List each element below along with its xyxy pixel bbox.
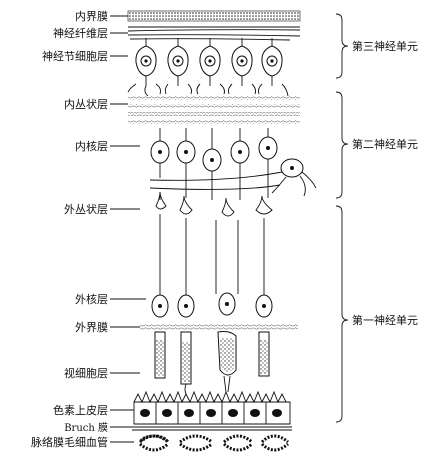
photoreceptor-nucleus [177,294,195,318]
label-photoreceptor-layer: 视细胞层 [64,366,108,380]
label-ganglion-cell-layer: 神经节细胞层 [42,49,108,63]
ganglion-cells [127,38,289,97]
bipolar-cell [258,128,278,178]
rod [154,331,166,379]
inner-nuclear-layer [149,128,317,197]
ganglion-cell [261,38,283,86]
label-nerve-fiber-layer: 神经纤维层 [53,26,108,40]
photoreceptor-nucleus [218,292,236,316]
photoreceptor-segments [154,331,270,395]
bipolar-cell [230,128,250,178]
photoreceptor-axons [159,214,265,296]
capillary [223,434,253,452]
nerve-fiber-layer [127,26,301,41]
ganglion-cell [167,38,189,86]
label-inner-nuclear-layer: 内核层 [75,139,108,153]
ganglion-cell [231,38,253,86]
label-pigment-epithelium: 色素上皮层 [53,403,108,417]
unit-braces [335,13,349,423]
label-second-neuron-unit: 第二神经单元 [352,137,418,151]
bipolar-cell [176,128,196,178]
cone [217,331,237,376]
label-inner-limiting-membrane: 内界膜 [75,9,108,23]
outer-plexiform-layer [155,178,273,217]
inner-plexiform-layer [128,96,300,124]
label-outer-nuclear-layer: 外核层 [75,292,108,306]
bipolar-cell [150,128,170,178]
label-inner-plexiform-layer: 内丛状层 [64,97,108,111]
ganglion-cell [135,38,157,86]
brace-first-unit [335,205,349,423]
ganglion-cell [199,38,221,86]
capillary [260,434,289,452]
brace-second-unit [335,91,349,199]
layer-labels: 内界膜 神经纤维层 神经节细胞层 内丛状层 内核层 外丛状层 外核层 外界膜 视… [31,9,108,449]
outer-nuclear-layer [151,292,273,318]
choriocapillaris [138,434,289,452]
rod [258,331,270,377]
label-choriocapillaris: 脉络膜毛细血管 [31,435,108,449]
horizontal-cell [149,158,317,197]
label-bruch-membrane: Bruch 膜 [64,422,108,434]
label-outer-plexiform-layer: 外丛状层 [64,202,108,216]
rod [180,331,192,385]
photoreceptor-nucleus [255,294,273,318]
leader-lines [110,15,146,443]
capillary [179,434,213,452]
external-limiting-membrane [140,324,298,330]
label-external-limiting-membrane: 外界膜 [75,321,108,334]
inner-limiting-membrane [127,10,301,22]
capillary [138,434,170,452]
label-first-neuron-unit: 第一神经单元 [352,313,418,327]
rpe-nuclei [140,409,282,417]
bruch-membrane [132,426,292,431]
label-third-neuron-unit: 第三神经单元 [352,39,418,53]
unit-labels: 第三神经单元 第二神经单元 第一神经单元 [352,39,418,327]
brace-third-unit [335,13,349,79]
photoreceptor-nucleus [151,294,169,318]
bipolar-cell [202,128,222,180]
pigment-epithelium [133,390,291,425]
